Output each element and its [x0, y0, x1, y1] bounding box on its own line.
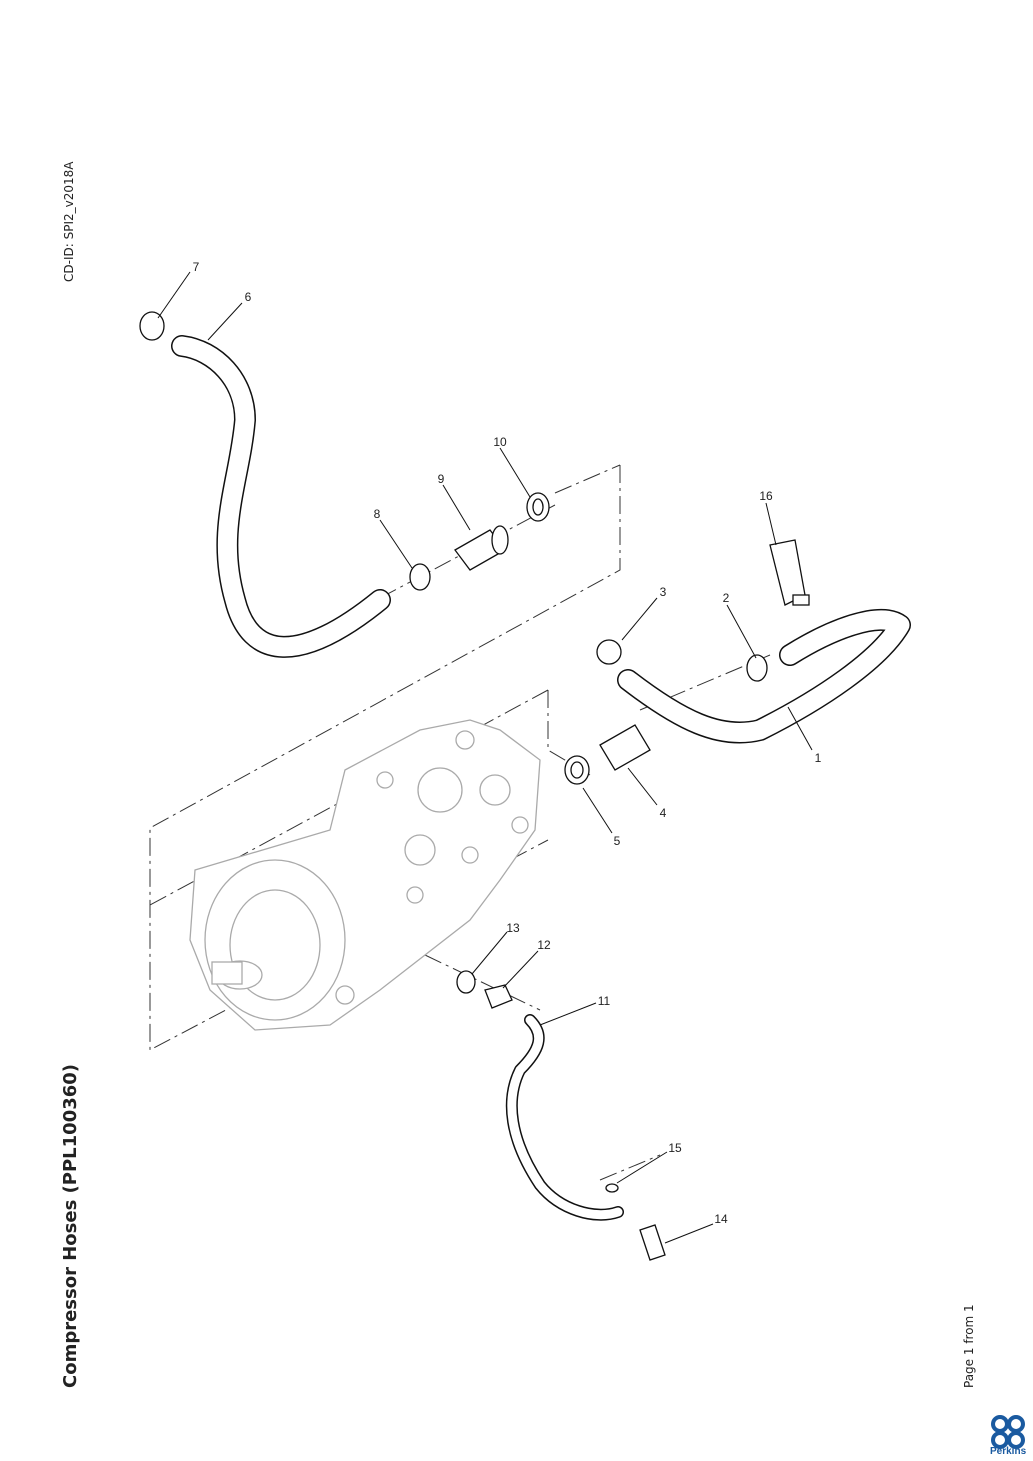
callout-11: 11: [598, 994, 611, 1008]
leader-lines: [157, 271, 813, 1244]
washer-13: [456, 970, 476, 994]
clamp-2: [746, 654, 768, 682]
callout-8: 8: [374, 507, 381, 521]
callout-12: 12: [537, 938, 551, 952]
perkins-logo-text: Perkins: [990, 1446, 1027, 1457]
o-ring-15: [605, 1183, 619, 1193]
banjo-bolt-14: [639, 1224, 666, 1261]
adapter-12: [484, 984, 513, 1009]
callout-2: 2: [723, 591, 730, 605]
clamp-3: [596, 639, 622, 665]
compressor-body: [189, 719, 541, 1031]
clamp-8: [409, 563, 431, 591]
callout-labels: 1 2 3 4 5 6 7 8 9 10 11 12 13 14 15 16: [193, 260, 822, 1226]
callout-3: 3: [660, 585, 667, 599]
fittings: [139, 311, 810, 1261]
clamp-7: [139, 311, 165, 341]
callout-15: 15: [668, 1141, 682, 1155]
callout-7: 7: [193, 260, 200, 274]
hose-1: [617, 608, 911, 744]
callout-5: 5: [614, 834, 621, 848]
callout-14: 14: [714, 1212, 728, 1226]
callout-1: 1: [815, 751, 822, 765]
callout-10: 10: [493, 435, 507, 449]
tube-11: [505, 1014, 624, 1221]
perkins-logo-icon: [991, 1415, 1025, 1449]
callout-16: 16: [759, 489, 773, 503]
hose-6: [171, 335, 391, 658]
callout-13: 13: [506, 921, 520, 935]
callout-6: 6: [245, 290, 252, 304]
adapter-4: [599, 724, 651, 771]
callout-4: 4: [660, 806, 667, 820]
callout-9: 9: [438, 472, 445, 486]
